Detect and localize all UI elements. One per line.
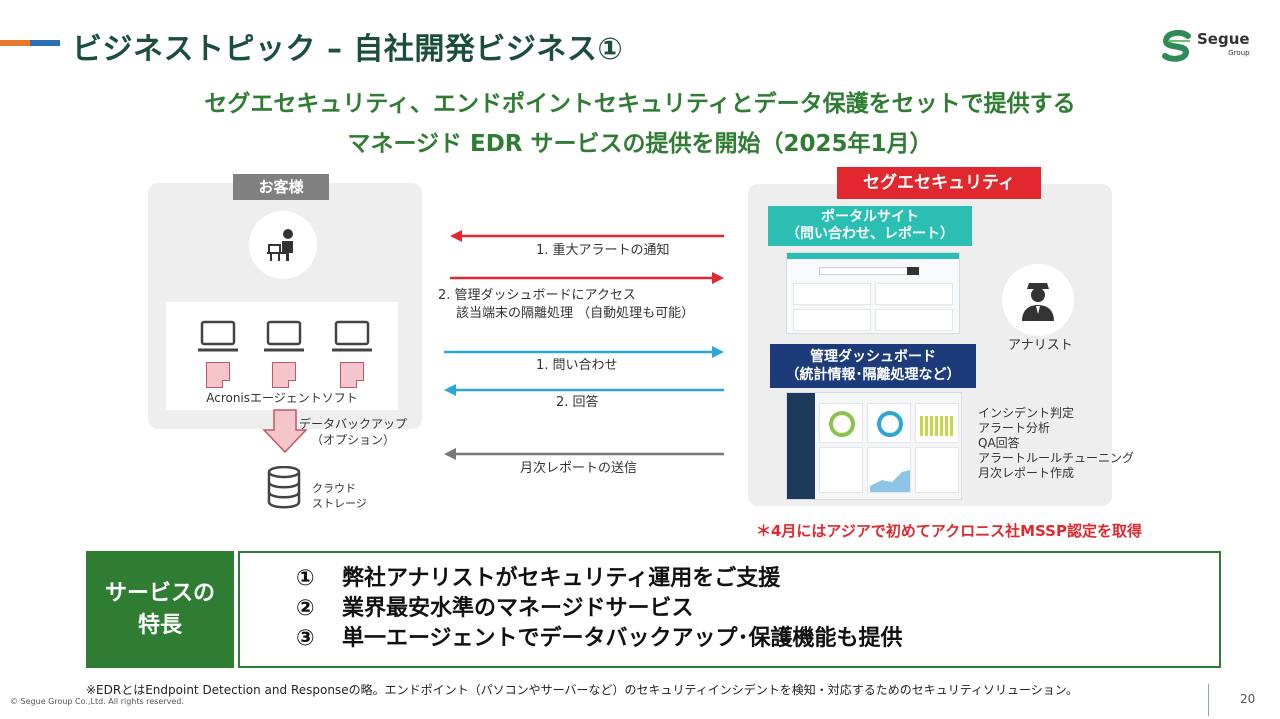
laptop-icon xyxy=(332,320,372,352)
agent-file-icon xyxy=(340,362,364,388)
portal-screenshot xyxy=(786,252,960,334)
backup-label: データバックアップ （オプション） xyxy=(298,416,408,448)
person-at-desk-icon xyxy=(267,229,293,261)
portal-label-line1: ポータルサイト xyxy=(821,209,919,225)
left-arrow-gray xyxy=(444,448,724,460)
features-heading-line2: 特長 xyxy=(137,612,182,638)
right-arrow-red xyxy=(450,272,724,284)
page-divider xyxy=(1208,684,1209,716)
backup-down-arrow-icon xyxy=(262,409,308,454)
feature-text: 単一エージェントでデータバックアップ･保護機能も提供 xyxy=(342,626,903,651)
left-arrow-red xyxy=(450,230,724,242)
task-item: 月次レポート作成 xyxy=(978,466,1075,480)
agent-file-icon xyxy=(206,362,230,388)
subtitle-line1: セグエセキュリティ、エンドポイントセキュリティとデータ保護をセットで提供する xyxy=(204,91,1076,117)
feature-item: ② 業界最安水準のマネージドサービス xyxy=(296,594,903,624)
task-item: アラート分析 xyxy=(978,421,1051,435)
flow-dashboard-access: 2. 管理ダッシュボードにアクセス 該当端末の隔離処理 （自動処理も可能） xyxy=(438,287,694,323)
database-icon xyxy=(267,466,301,509)
dashboard-label: 管理ダッシュボード （統計情報･隔離処理など） xyxy=(770,344,976,388)
flow-dashboard-line1: 2. 管理ダッシュボードにアクセス xyxy=(438,288,636,303)
agent-area xyxy=(166,302,398,410)
feature-num: ② xyxy=(296,596,315,621)
features-box xyxy=(238,551,1221,668)
dashboard-label-line2: （統計情報･隔離処理など） xyxy=(785,367,961,383)
logo-sub: Group xyxy=(1228,49,1250,57)
analyst-tasks: インシデント判定 アラート分析 QA回答 アラートルールチューニング 月次レポー… xyxy=(978,406,1134,481)
feature-num: ③ xyxy=(296,626,315,651)
portal-label: ポータルサイト （問い合わせ、レポート） xyxy=(768,206,972,246)
backup-label-line1: データバックアップ xyxy=(298,417,407,431)
feature-num: ① xyxy=(296,566,315,591)
segue-label: セグエセキュリティ xyxy=(837,167,1041,199)
left-arrow-blue xyxy=(444,384,724,396)
task-item: インシデント判定 xyxy=(978,406,1075,420)
dashboard-label-line1: 管理ダッシュボード xyxy=(810,349,936,365)
subtitle-line2: マネージド EDR サービスの提供を開始（2025年1月） xyxy=(347,131,933,157)
task-item: QA回答 xyxy=(978,436,1020,450)
right-arrow-blue xyxy=(444,346,724,358)
dashboard-screenshot xyxy=(786,392,962,500)
copyright: © Segue Group Co.,Ltd. All rights reserv… xyxy=(10,697,184,706)
features-heading-line1: サービスの xyxy=(104,580,215,606)
features-heading: サービスの 特長 xyxy=(86,551,234,668)
accent-bar xyxy=(0,40,60,46)
page-number: 20 xyxy=(1240,692,1256,706)
analyst-icon xyxy=(1022,283,1054,321)
flow-alert-notification: 1. 重大アラートの通知 xyxy=(536,243,670,258)
storage-label-line1: クラウド xyxy=(312,482,356,495)
agent-file-icon xyxy=(272,362,296,388)
segue-logo-icon xyxy=(1162,29,1191,62)
feature-item: ① 弊社アナリストがセキュリティ運用をご支援 xyxy=(296,564,903,594)
feature-item: ③ 単一エージェントでデータバックアップ･保護機能も提供 xyxy=(296,624,903,654)
laptop-icon xyxy=(264,320,304,352)
flow-inquiry: 1. 問い合わせ xyxy=(536,358,618,373)
client-label: お客様 xyxy=(233,174,329,200)
feature-text: 弊社アナリストがセキュリティ運用をご支援 xyxy=(342,566,781,591)
agent-label: Acronisエージェントソフト xyxy=(206,391,358,405)
mssp-note: ＊4月にはアジアで初めてアクロニス社MSSP認定を取得 xyxy=(756,522,1142,540)
portal-label-line2: （問い合わせ、レポート） xyxy=(786,226,954,242)
flow-monthly-report: 月次レポートの送信 xyxy=(520,461,638,476)
storage-label-line2: ストレージ xyxy=(312,497,367,510)
analyst-avatar xyxy=(1002,264,1074,336)
client-person xyxy=(249,211,317,279)
logo-text: Segue xyxy=(1197,30,1250,48)
page-title: ビジネストピック – 自社開発ビジネス① xyxy=(72,32,624,67)
storage-label: クラウド ストレージ xyxy=(312,481,367,511)
backup-label-line2: （オプション） xyxy=(310,433,395,447)
edr-footnote: ※EDRとはEndpoint Detection and Responseの略。… xyxy=(86,683,1079,697)
laptop-icon xyxy=(198,320,238,352)
analyst-label: アナリスト xyxy=(1008,338,1073,353)
task-item: アラートルールチューニング xyxy=(978,451,1135,465)
flow-dashboard-line2: 該当端末の隔離処理 （自動処理も可能） xyxy=(456,306,695,321)
feature-text: 業界最安水準のマネージドサービス xyxy=(342,596,694,621)
flow-answer: 2. 回答 xyxy=(556,395,599,410)
